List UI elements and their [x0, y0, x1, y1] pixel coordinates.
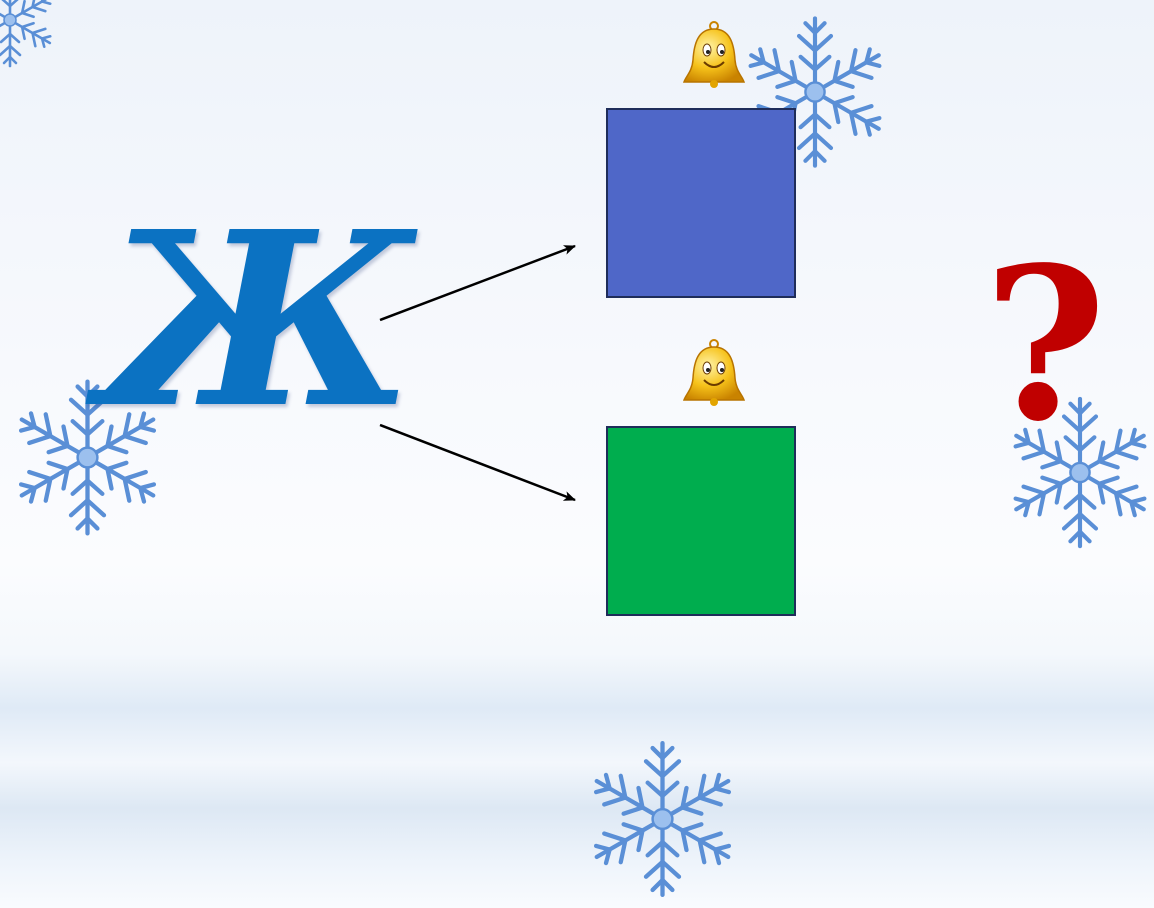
- arrow-to-green: [380, 425, 575, 500]
- green-square[interactable]: [606, 426, 796, 616]
- question-mark: ?: [975, 230, 1115, 460]
- bell-icon: [678, 338, 750, 410]
- blue-square[interactable]: [606, 108, 796, 298]
- bell-icon: [678, 20, 750, 92]
- arrow-to-blue: [380, 246, 575, 320]
